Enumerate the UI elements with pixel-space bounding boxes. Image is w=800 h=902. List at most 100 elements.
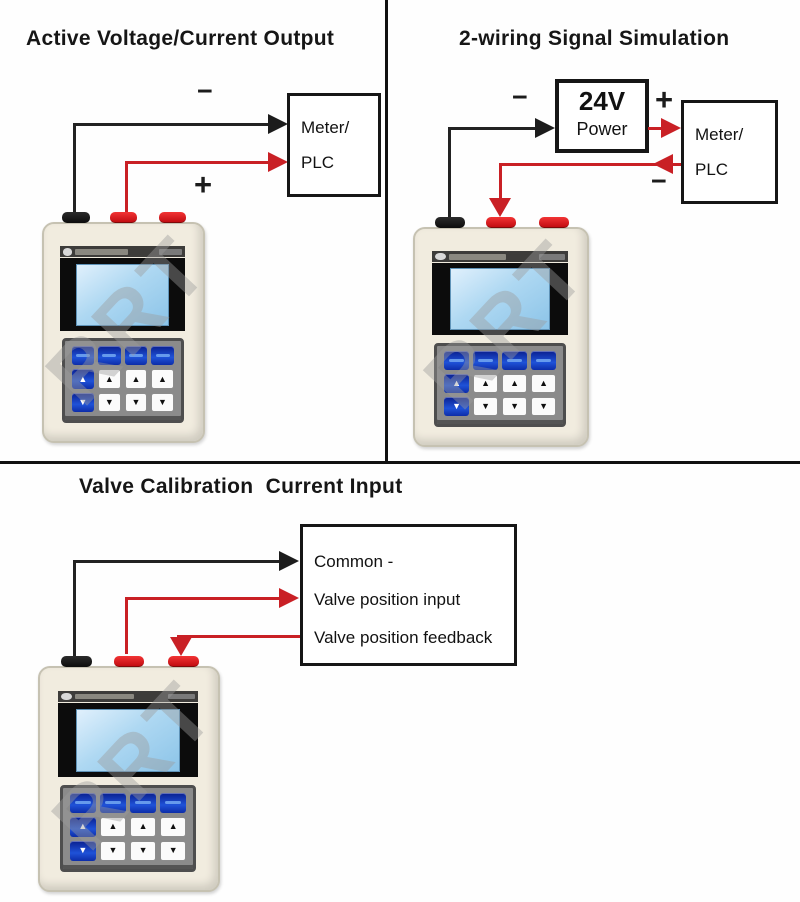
arrowhead-supply bbox=[535, 118, 555, 138]
function-key bbox=[71, 346, 95, 366]
valve-feedback-label: Valve position feedback bbox=[314, 628, 493, 647]
device-brand-strip bbox=[59, 246, 186, 258]
calibrator-device-1: ▲ ▲ ▲ ▲ ▼ ▼ ▼ ▼ RRT bbox=[28, 212, 228, 443]
brand-logo-icon bbox=[61, 692, 72, 701]
terminal-black bbox=[62, 212, 91, 223]
up-key: ▲ bbox=[473, 373, 499, 393]
terminal-red-2 bbox=[538, 217, 569, 228]
wire-valve-feedback-horizontal bbox=[177, 635, 300, 638]
wire-positive-vertical bbox=[125, 161, 128, 212]
wire-supply-horizontal bbox=[448, 127, 536, 130]
wire-common-vertical bbox=[73, 560, 76, 657]
wire-supply-vertical bbox=[448, 127, 451, 217]
down-key: ▼ bbox=[124, 392, 148, 413]
down-key-blue: ▼ bbox=[69, 840, 96, 861]
arrowhead-power-to-meter bbox=[661, 118, 681, 138]
meter-label: Meter/ bbox=[695, 125, 744, 144]
meter-plc-box-1: Meter/ PLC bbox=[287, 93, 381, 197]
down-key: ▼ bbox=[99, 840, 127, 861]
up-key-blue: ▲ bbox=[444, 373, 470, 393]
brand-label bbox=[448, 253, 506, 260]
arrowhead-valve-feedback-down bbox=[170, 637, 192, 656]
wire-negative-vertical bbox=[73, 123, 76, 216]
meter-label: Meter/ bbox=[301, 118, 350, 137]
brand-logo-icon bbox=[435, 252, 446, 261]
meter-plc-box-2: Meter/ PLC bbox=[681, 100, 778, 204]
up-key-blue: ▲ bbox=[71, 369, 95, 389]
horizontal-divider bbox=[0, 461, 800, 464]
function-key bbox=[473, 350, 499, 370]
plc-label: PLC bbox=[695, 160, 729, 179]
terminal-black bbox=[435, 217, 465, 228]
arrowhead-valve-input bbox=[279, 588, 299, 608]
terminal-red-2 bbox=[158, 212, 187, 223]
device-screen-bezel bbox=[58, 702, 199, 778]
wire-negative-horizontal bbox=[73, 123, 269, 126]
brand-label bbox=[75, 248, 129, 255]
panel2-minus-label: − bbox=[512, 82, 528, 112]
arrowhead-common bbox=[279, 551, 299, 571]
vertical-divider bbox=[385, 0, 388, 462]
wire-return-horizontal bbox=[499, 163, 681, 166]
wire-power-to-meter bbox=[648, 127, 663, 130]
down-key: ▼ bbox=[531, 396, 557, 417]
up-key: ▲ bbox=[531, 373, 557, 393]
power-box: 24V Power bbox=[555, 79, 649, 153]
function-key bbox=[124, 346, 148, 366]
up-key: ▲ bbox=[98, 369, 121, 389]
wire-valve-input-vertical bbox=[125, 597, 128, 654]
function-key bbox=[151, 346, 174, 366]
panel1-title: Active Voltage/Current Output bbox=[26, 27, 335, 50]
down-key: ▼ bbox=[151, 392, 174, 413]
panel1-minus-label: − bbox=[197, 76, 213, 106]
up-key: ▲ bbox=[151, 369, 174, 389]
arrowhead-return-down bbox=[489, 198, 511, 217]
up-key: ▲ bbox=[160, 816, 187, 837]
model-label bbox=[168, 693, 196, 700]
common-label: Common - bbox=[314, 552, 394, 571]
panel1-plus-label: + bbox=[194, 167, 213, 202]
function-key bbox=[98, 346, 121, 366]
terminal-red-1 bbox=[109, 212, 138, 223]
plc-label: PLC bbox=[301, 153, 335, 172]
function-key bbox=[444, 350, 470, 370]
device-screen bbox=[449, 268, 551, 331]
device-brand-strip bbox=[432, 251, 568, 263]
function-key bbox=[160, 792, 187, 813]
device-keypad: ▲ ▲ ▲ ▲ ▼ ▼ ▼ ▼ bbox=[59, 784, 197, 872]
brand-label bbox=[74, 693, 134, 700]
model-label bbox=[538, 253, 565, 260]
device-screen bbox=[76, 708, 180, 772]
panel2-title: 2-wiring Signal Simulation bbox=[459, 27, 730, 50]
wire-valve-input-horizontal bbox=[125, 597, 279, 600]
power-label: Power bbox=[576, 119, 628, 139]
device-brand-strip bbox=[58, 690, 199, 703]
up-key: ▲ bbox=[99, 816, 127, 837]
down-key: ▼ bbox=[130, 840, 157, 861]
wire-return-vertical bbox=[499, 163, 502, 200]
up-key: ▲ bbox=[124, 369, 148, 389]
down-key-blue: ▼ bbox=[71, 392, 95, 413]
up-key: ▲ bbox=[502, 373, 528, 393]
function-key bbox=[69, 792, 96, 813]
brand-logo-icon bbox=[62, 248, 73, 256]
panel3-title: Valve Calibration Current Input bbox=[79, 475, 403, 498]
down-key: ▼ bbox=[98, 392, 121, 413]
terminal-black bbox=[60, 656, 92, 667]
terminal-red-1 bbox=[113, 656, 145, 667]
up-key-blue: ▲ bbox=[69, 816, 96, 837]
down-key: ▼ bbox=[502, 396, 528, 417]
power-voltage-label: 24V bbox=[578, 86, 626, 116]
arrowhead-return bbox=[653, 154, 673, 174]
down-key: ▼ bbox=[160, 840, 187, 861]
function-key bbox=[531, 350, 557, 370]
terminal-red-2 bbox=[168, 656, 200, 667]
arrowhead-positive bbox=[268, 152, 288, 172]
device-screen-bezel bbox=[432, 262, 568, 336]
wire-common-horizontal bbox=[73, 560, 280, 563]
function-key bbox=[130, 792, 157, 813]
device-keypad: ▲ ▲ ▲ ▲ ▼ ▼ ▼ ▼ bbox=[61, 338, 184, 424]
down-key-blue: ▼ bbox=[444, 396, 470, 417]
arrowhead-negative bbox=[268, 114, 288, 134]
